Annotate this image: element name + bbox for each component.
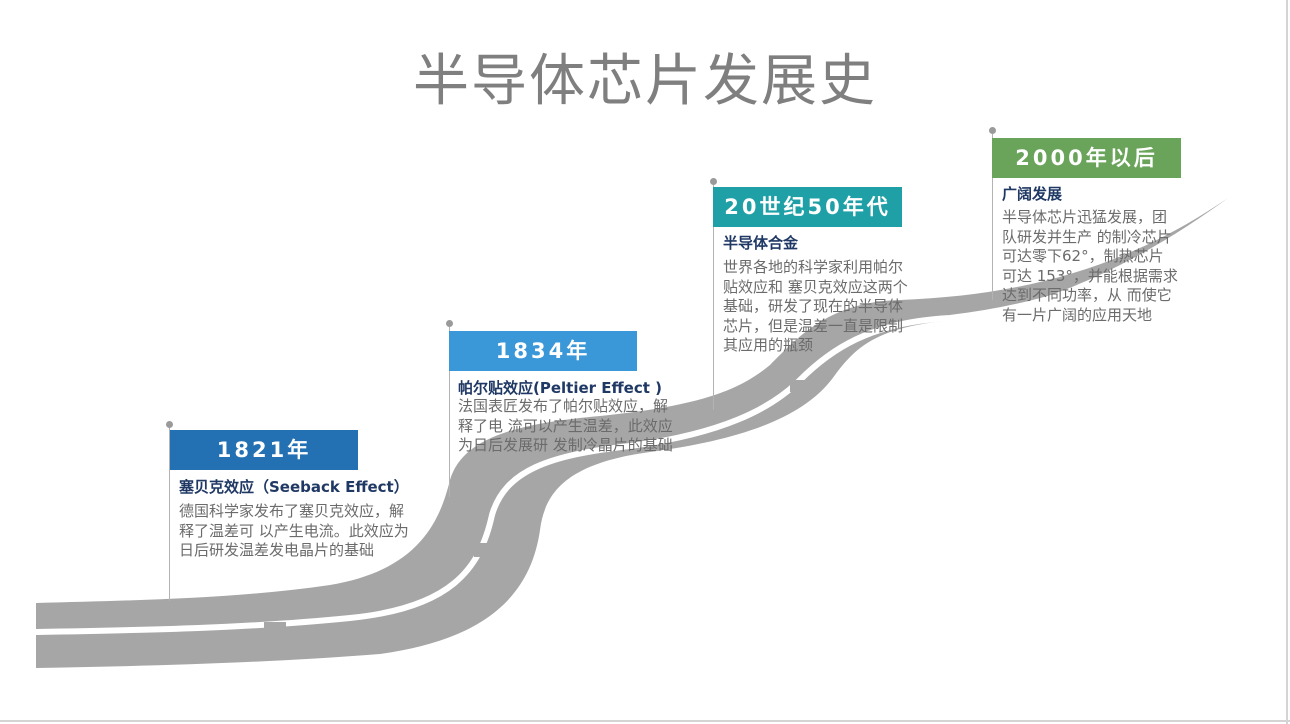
- milestone-pole: [992, 134, 993, 300]
- year-label-box: 20世纪50年代: [713, 187, 902, 227]
- page-title: 半导体芯片发展史: [413, 49, 877, 114]
- milestone-pole: [713, 184, 714, 410]
- milestone-description: 半导体芯片迅猛发展，团队研发并生产 的制冷芯片可达零下62°，制热芯片可达 15…: [1002, 208, 1178, 324]
- road-surface: [36, 198, 1228, 668]
- milestone-pole: [169, 426, 170, 601]
- slide-border-right: [1286, 0, 1288, 724]
- road-center-line: [35, 202, 1228, 635]
- slide-border-bottom: [0, 720, 1290, 722]
- milestone-pole: [449, 327, 450, 497]
- milestone-heading: 塞贝克效应（Seeback Effect）: [179, 478, 409, 496]
- milestone-pin: [166, 421, 173, 428]
- year-label-box: 2000年以后: [992, 138, 1181, 178]
- milestone-description: 世界各地的科学家利用帕尔贴效应和 塞贝克效应这两个基础，研发了现在的半导体芯片，…: [723, 258, 908, 354]
- milestone-pin: [710, 178, 717, 185]
- milestone-heading: 广阔发展: [1002, 185, 1063, 203]
- milestone-description: 德国科学家发布了塞贝克效应，解释了温差可 以产生电流。此效应为日后研发温差发电晶…: [179, 502, 409, 559]
- milestone-heading: 半导体合金: [723, 234, 799, 252]
- road-dashes: [264, 380, 806, 636]
- year-label-box: 1821年: [170, 430, 358, 470]
- year-label-box: 1834年: [449, 331, 637, 371]
- milestone-pin: [446, 320, 453, 327]
- milestone-pin: [989, 127, 996, 134]
- milestone-description: 法国表匠发布了帕尔贴效应，解释了电 流可以产生温差，此效应为日后发展研 发制冷晶…: [458, 397, 673, 454]
- milestone-heading: 帕尔贴效应(Peltier Effect ): [458, 379, 662, 397]
